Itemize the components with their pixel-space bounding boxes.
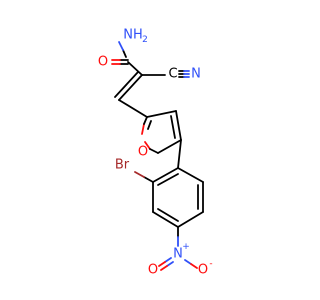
ph-c4-c3-inner xyxy=(157,208,179,222)
bond-c-br-a xyxy=(143,176,154,183)
furan-ring xyxy=(141,110,182,154)
bromine-label: Br xyxy=(115,158,130,173)
furan-c3-c4 xyxy=(175,110,182,141)
furan-o-c2 xyxy=(141,123,145,135)
furan-c2-c3 xyxy=(146,110,177,118)
furan-o-c5 xyxy=(144,141,151,150)
nitro-oxygen-right-label: O xyxy=(198,263,208,278)
ph-c1-c6 xyxy=(177,167,204,183)
vinyl-linker xyxy=(114,71,148,118)
bond-c-n-amide-n xyxy=(118,41,124,51)
amide-nh-label: NH xyxy=(123,28,143,43)
nitro-group xyxy=(158,226,198,271)
nitrile-carbon-label: C xyxy=(168,67,177,82)
bond-n-o-right-b xyxy=(190,263,198,269)
furan-c2 xyxy=(143,116,148,125)
bond-furan-phenyl xyxy=(177,139,182,169)
ph-c2-c1-inner xyxy=(157,173,179,186)
furan-c3-c4-inner xyxy=(170,115,176,139)
nitrile-group xyxy=(141,70,190,78)
bond-c-n-amide xyxy=(122,49,127,58)
bromo-substituent xyxy=(134,171,154,183)
furan-c2-inner xyxy=(147,120,152,130)
phenyl-ring xyxy=(152,139,204,228)
nitro-minus-charge: - xyxy=(209,259,212,269)
ph-c5-c4 xyxy=(177,211,204,228)
bond-n-o-left-a xyxy=(164,257,172,263)
bond-alpha-beta-2 xyxy=(114,71,139,98)
bond-n-o-right-a xyxy=(184,259,192,265)
ph-c4-c3 xyxy=(152,211,179,228)
amide-h2-subscript: 2 xyxy=(142,35,148,45)
ph-c2-c1 xyxy=(152,167,179,183)
bond-n-o-left2-a xyxy=(166,261,174,267)
furan-oxygen-label: O xyxy=(138,145,148,160)
nitro-oxygen-left-label: O xyxy=(148,263,158,278)
bond-n-o-left-b xyxy=(158,261,166,267)
bond-amide-alpha xyxy=(127,61,143,76)
nitro-nitrogen-label: N xyxy=(173,247,183,262)
nitrile-nitrogen-label: N xyxy=(191,67,201,82)
amide-group xyxy=(111,41,143,76)
furan-c4-c5 xyxy=(157,139,182,154)
bond-c-br-b xyxy=(134,171,145,178)
bond-n-o-left2-b xyxy=(160,265,168,271)
bond-alpha-beta-1 xyxy=(118,74,143,101)
structure-diagram: NH 2 O C N O xyxy=(97,27,213,278)
nitro-plus-charge: + xyxy=(182,242,190,252)
molecule-canvas: NH 2 O C N O xyxy=(97,27,213,278)
furan-c5-o xyxy=(149,148,159,154)
amide-oxygen-label: O xyxy=(98,55,108,70)
bond-beta-furan xyxy=(118,99,148,118)
